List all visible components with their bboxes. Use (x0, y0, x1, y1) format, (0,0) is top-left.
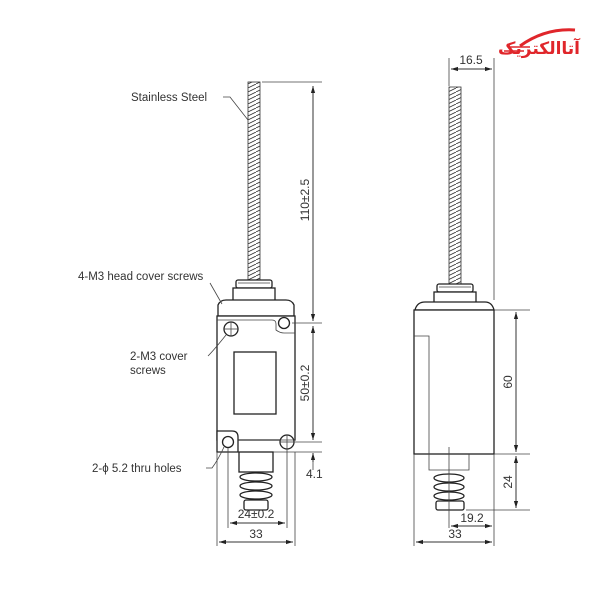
annotations: Stainless Steel 4-M3 head cover screws 2… (78, 92, 249, 475)
dim-plunger-offset: 19.2 (460, 511, 484, 525)
dim-hole-width: 24±0.2 (238, 507, 275, 521)
dim-body-height: 60 (501, 375, 515, 389)
side-body (413, 309, 495, 455)
front-view: 110±2.5 50±0.2 4.1 24±0.2 33 (216, 81, 323, 546)
brand-logo: آتاالکتریک (498, 28, 581, 59)
mount-hole-bottom (221, 435, 235, 449)
mount-hole-top (277, 316, 291, 330)
label-cover-screws-2: screws (130, 365, 166, 377)
dim-bottom-offset: 4.1 (306, 467, 323, 481)
spring-rod (247, 81, 261, 281)
cover-screw-bottom-right (279, 434, 295, 450)
label-thru-holes: 2-ϕ 5.2 thru holes (92, 463, 182, 475)
side-spring-rod (448, 86, 462, 285)
dim-side-body-width: 33 (448, 527, 462, 541)
side-view: 16.5 60 24 19.2 33 (413, 53, 530, 546)
label-head-cover-screws: 4-M3 head cover screws (78, 271, 204, 283)
dim-rod-length: 110±2.5 (298, 178, 312, 221)
label-cover-screws-1: 2-M3 cover (130, 351, 188, 363)
dim-hole-spacing: 50±0.2 (298, 364, 312, 401)
dim-plunger-height: 24 (501, 475, 515, 489)
rubber-boot (239, 472, 273, 511)
cover-screw-top-left (223, 321, 239, 337)
logo-text: آتاالکتریک (498, 37, 581, 59)
indicator-window (233, 351, 277, 415)
rod-collar (235, 279, 273, 289)
label-stainless-steel: Stainless Steel (131, 92, 207, 104)
head-cover (217, 299, 295, 317)
dim-rod-offset: 16.5 (459, 53, 483, 67)
dim-body-width: 33 (249, 527, 263, 541)
